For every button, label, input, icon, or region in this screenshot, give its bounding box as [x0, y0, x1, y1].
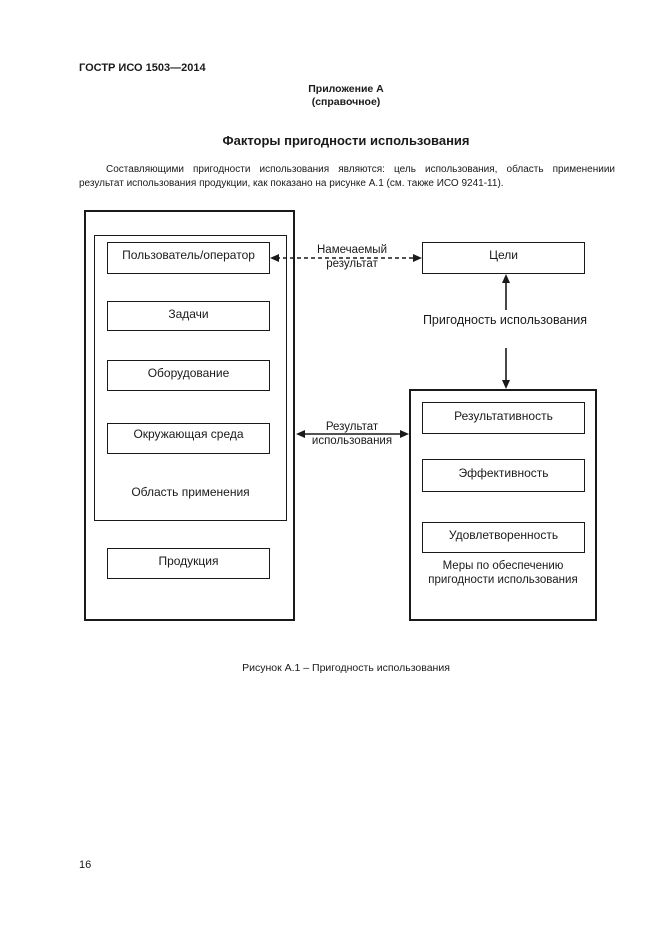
- satisfaction-label: Удовлетворенность: [448, 528, 559, 542]
- outcome-arrowhead-left: [296, 430, 305, 438]
- measures-label-line1: Меры по обеспечению: [442, 560, 564, 572]
- equipment-label: Оборудование: [147, 366, 230, 380]
- section-title: Факторы пригодности использования: [222, 133, 470, 148]
- goals-arrowhead: [502, 274, 510, 283]
- goals-box: Цели: [422, 242, 585, 274]
- intro-paragraph: Составляющими пригодности использования …: [79, 164, 615, 189]
- page-number: 16: [79, 859, 92, 871]
- context-of-use-frame: [94, 235, 287, 521]
- goals-label: Цели: [489, 248, 518, 262]
- intended-arrowhead-left: [270, 254, 279, 262]
- document-id: ГОСТР ИСО 1503—2014: [79, 62, 206, 74]
- outcome-of-use-line1: Результат: [325, 421, 379, 433]
- equipment-box: Оборудование: [107, 360, 270, 391]
- usability-label: Пригодность использования: [422, 313, 588, 327]
- outcome-of-use-line2: использования: [311, 435, 393, 447]
- tasks-label: Задачи: [168, 307, 209, 321]
- user-box: Пользователь/оператор: [107, 242, 270, 274]
- measures-frame: [409, 389, 597, 621]
- product-box: Продукция: [107, 548, 270, 579]
- context-of-use-label: Область применения: [131, 485, 250, 499]
- user-label: Пользователь/оператор: [122, 248, 255, 262]
- appendix-type: (справочное): [311, 96, 381, 108]
- intended-outcome-line1: Намечаемый: [317, 244, 387, 256]
- outcome-arrowhead-right: [400, 430, 409, 438]
- environment-label: Окружающая среда: [133, 427, 244, 441]
- satisfaction-box: Удовлетворенность: [422, 522, 585, 553]
- environment-box: Окружающая среда: [107, 423, 270, 454]
- appendix-label: Приложение А: [308, 83, 384, 95]
- figure-caption: Рисунок А.1 – Пригодность использования: [242, 662, 450, 674]
- efficiency-label: Эффективность: [458, 466, 549, 480]
- intended-outcome-line2: результат: [326, 258, 378, 270]
- effectiveness-box: Результативность: [422, 402, 585, 434]
- intended-arrowhead-right: [413, 254, 422, 262]
- tasks-box: Задачи: [107, 301, 270, 331]
- product-label: Продукция: [158, 554, 219, 568]
- efficiency-box: Эффективность: [422, 459, 585, 492]
- effectiveness-label: Результативность: [454, 409, 553, 423]
- measures-label-line2: пригодности использования: [428, 574, 578, 586]
- measures-arrowhead: [502, 380, 510, 389]
- left-frame: [84, 210, 295, 621]
